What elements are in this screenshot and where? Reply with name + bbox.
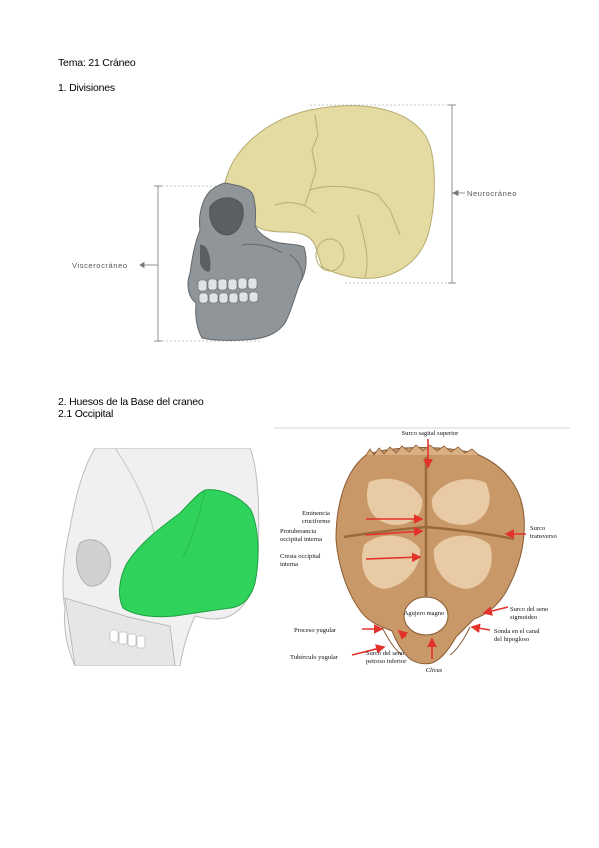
label-petroso-1: Surco del seno	[366, 650, 404, 657]
label-cresta-1: Cresta occipital	[280, 553, 321, 560]
lower-left-fossa	[362, 535, 421, 589]
suture-3d-line	[114, 448, 156, 539]
zygomatic-line	[241, 243, 283, 254]
teeth	[197, 277, 259, 304]
label-proceso-yugular: Proceso yugular	[294, 627, 337, 634]
neurocraneo-label: Neurocráneo	[467, 189, 517, 198]
serrated-edge	[365, 444, 480, 456]
label-petroso-2: petroso inferior	[366, 658, 407, 665]
foramen-magnum-shape	[403, 596, 449, 636]
upper-right-fossa	[431, 479, 490, 525]
lower-right-fossa	[433, 535, 492, 589]
label-eminencia-1: Eminencia	[302, 510, 330, 517]
cranial-sutures	[274, 114, 401, 278]
label-sigmoideo-2: sigmoideo	[510, 614, 537, 621]
label-tuberculo-yugular: Tubérculo yugular	[290, 654, 339, 661]
label-sonda-1: Sonda en el canal	[494, 628, 540, 635]
mandible-ramus-line	[289, 254, 303, 281]
label-sonda-2: del hipogloso	[494, 636, 529, 643]
neurocraneo-bracket	[448, 104, 465, 284]
occipital-bone-shape	[119, 489, 259, 618]
document-title: Tema: 21 Cráneo	[58, 57, 136, 69]
section-huesos-heading: 2. Huesos de la Base del craneo	[58, 396, 204, 408]
nasal-cavity-shape	[200, 244, 211, 272]
orbit-shape	[209, 197, 244, 236]
transverse-ridge	[343, 525, 515, 541]
occipital-internal-figure: Surco sagital superior Eminencia crucifo…	[274, 427, 570, 674]
label-cresta-2: interna	[280, 561, 298, 568]
label-clivus: Clivus	[426, 667, 443, 674]
section-occipital-heading: 2.1 Occipital	[58, 408, 114, 420]
section-divisiones-heading: 1. Divisiones	[58, 82, 115, 94]
viscerocraneo-label: Viscerocráneo	[72, 261, 128, 270]
right-condyle-line	[449, 626, 471, 656]
label-surco-sagital: Surco sagital superior	[402, 430, 460, 437]
label-transverso-2: transverso	[530, 533, 557, 540]
label-agujero-magno: Agujero magno	[404, 610, 445, 617]
label-protuberancia-2: occipital interna	[280, 536, 322, 543]
skull-divisions-figure: Neurocráneo Viscerocráneo	[72, 104, 517, 342]
teeth-3d	[109, 629, 146, 649]
label-eminencia-2: cruciforme	[302, 518, 331, 525]
label-transverso-1: Surco	[530, 525, 545, 532]
label-sigmoideo-1: Surco del seno	[510, 606, 548, 613]
occipital-3d-figure	[55, 448, 261, 666]
upper-left-fossa	[366, 478, 423, 525]
viscerocraneo-bracket	[139, 185, 162, 342]
occipital-shading-line	[182, 489, 206, 559]
label-protuberancia-1: Protuberancia	[280, 528, 316, 535]
orbit-3d-shape	[76, 539, 111, 587]
label-arrows	[351, 439, 526, 659]
